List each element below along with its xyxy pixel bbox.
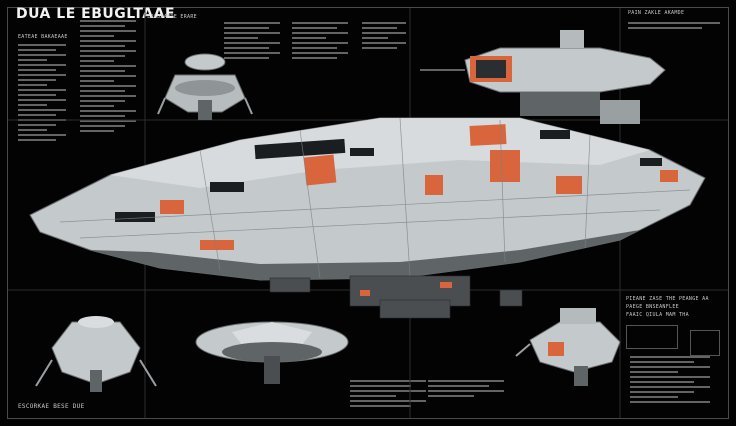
right-label-1: PIEANE ZASE THE PEANGE AA: [626, 296, 709, 302]
bottom-text-block: [350, 380, 426, 410]
left-text-block-2: [80, 20, 136, 135]
footer-label: ESCORKAE BESE DUE: [18, 403, 85, 410]
outer-border: [7, 7, 729, 419]
main-ship: [29, 117, 706, 319]
top-right-text-block: [628, 22, 720, 32]
top-right-label: PAIN ZAKLE AKAMDE: [628, 10, 685, 16]
bottom-text-block-2: [428, 380, 504, 400]
small-ship-bottom-right: [515, 308, 621, 386]
blueprint-title: DUA LE EBUGLTAAE: [16, 6, 176, 22]
left-text-block: [18, 44, 66, 144]
small-ship-bottom-left: [35, 316, 157, 392]
center-text-block-3: [362, 22, 406, 52]
right-label-3: FAAIC QIULA MAM THA: [626, 312, 689, 318]
left-heading: EATEAE BAKAEAAE: [18, 34, 68, 40]
small-ship-bottom-center: [195, 321, 349, 384]
upper-pod: [420, 30, 666, 124]
subtitle-center: PERSDAANDE ERARE: [144, 14, 197, 20]
center-text-block-2: [292, 22, 348, 62]
data-panel-2: [690, 330, 720, 356]
right-label-2: PAEGE BNSEANFLEE: [626, 304, 679, 310]
small-ship-top-left: [157, 53, 253, 120]
data-panel: [626, 325, 678, 349]
right-text-block: [630, 356, 710, 406]
center-text-block: [224, 22, 280, 62]
